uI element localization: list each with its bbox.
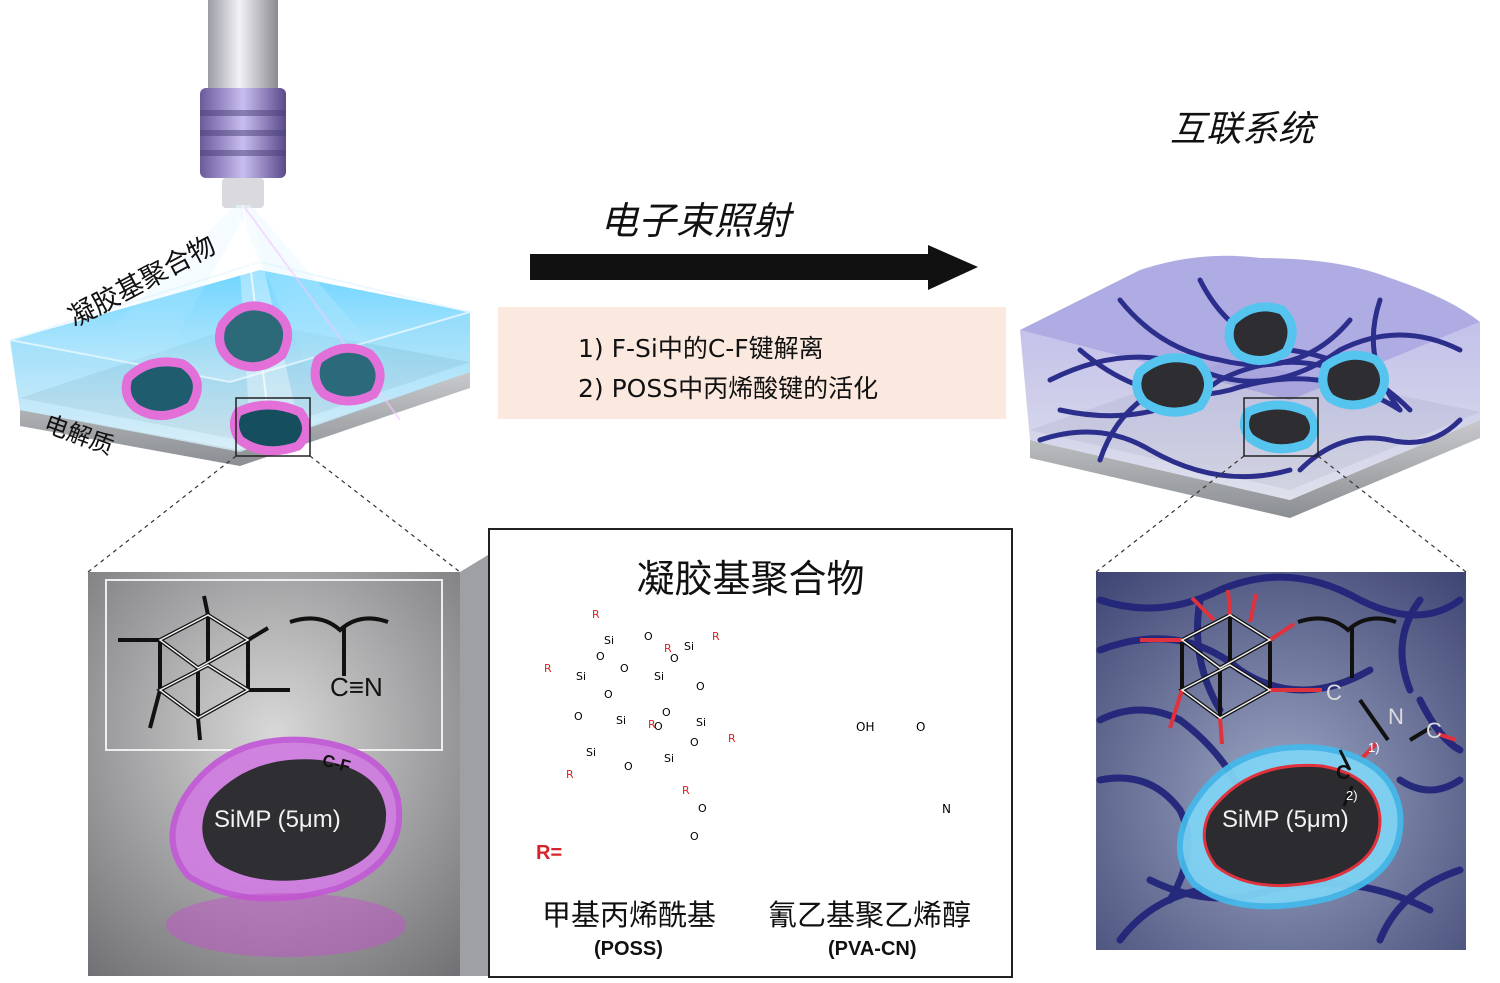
o-atom: O [670, 652, 679, 665]
r-group-label: R= [536, 842, 563, 864]
si-atom: Si [664, 752, 675, 765]
chain-n: N [1388, 704, 1404, 729]
gel-polymer-chem-panel: 凝胶基聚合物 R= 甲基丙烯酰基 (POSS) 氰乙基聚乙烯醇 (PVA-CN)… [488, 528, 1013, 978]
r-atom: R [712, 630, 720, 643]
process-arrow [530, 245, 978, 290]
si-atom: Si [696, 716, 707, 729]
o-atom: O [654, 720, 663, 733]
zoom-callout-left [87, 397, 461, 573]
o-atom: O [916, 720, 926, 734]
o-atom: O [644, 630, 653, 643]
o-atom: O [698, 802, 707, 815]
r-atom: R [664, 642, 672, 655]
si-atom: Si [576, 670, 587, 683]
particle-label-left: SiMP (5μm) [214, 806, 341, 833]
o-atom: O [690, 736, 699, 749]
o-atom: O [624, 760, 633, 773]
step-2: 2) POSS中丙烯酸键的活化 [578, 374, 879, 403]
r-atom: R [682, 784, 690, 797]
o-atom: O [574, 710, 583, 723]
interconnected-system-title: 互联系统 [1170, 109, 1315, 150]
si-atom: Si [604, 634, 615, 647]
si-atom: Si [654, 670, 665, 683]
o-atom: O [662, 706, 671, 719]
electron-gun [200, 0, 286, 208]
chem-panel-title: 凝胶基聚合物 [636, 557, 865, 601]
si-atom: Si [586, 746, 597, 759]
particle-label-right: SiMP (5μm) [1222, 806, 1349, 833]
chain-c1: C [1326, 680, 1342, 705]
right-particles [1132, 302, 1389, 454]
o-atom: O [620, 662, 629, 675]
pva-caption: 氰乙基聚乙烯醇 [768, 898, 972, 932]
o-atom: O [596, 650, 605, 663]
pva-abbr: (PVA-CN) [828, 938, 917, 960]
reaction-steps-box: 1) F-Si中的C-F键解离 2) POSS中丙烯酸键的活化 [498, 307, 1006, 419]
left-particles [121, 301, 385, 456]
r-atom: R [728, 732, 736, 745]
step-1: 1) F-Si中的C-F键解离 [578, 334, 824, 363]
oh-label: OH [856, 720, 875, 734]
r-atom: R [544, 662, 552, 675]
bond-step-1: 1) [1368, 740, 1380, 755]
r-atom: R [566, 768, 574, 781]
r-atom: R [648, 718, 656, 731]
o-atom: O [604, 688, 613, 701]
left-zoom-panel [88, 555, 488, 976]
bond-c: C [1336, 762, 1351, 784]
zoom-callout-right [1095, 397, 1467, 573]
chain-c2: C [1426, 718, 1442, 743]
si-atom: Si [684, 640, 695, 653]
o-atom: O [690, 830, 699, 843]
bond-step-2: 2) [1346, 788, 1358, 803]
si-atom: Si [616, 714, 627, 727]
poss-abbr: (POSS) [594, 938, 663, 960]
arrow-label: 电子束照射 [600, 199, 791, 243]
nitrile-label-left: C≡N [330, 672, 383, 702]
right-zoom-panel [1096, 572, 1466, 950]
n-label: N [942, 802, 951, 816]
poss-caption: 甲基丙烯酰基 [542, 898, 717, 932]
r-atom: R [592, 608, 600, 621]
o-atom: O [696, 680, 705, 693]
